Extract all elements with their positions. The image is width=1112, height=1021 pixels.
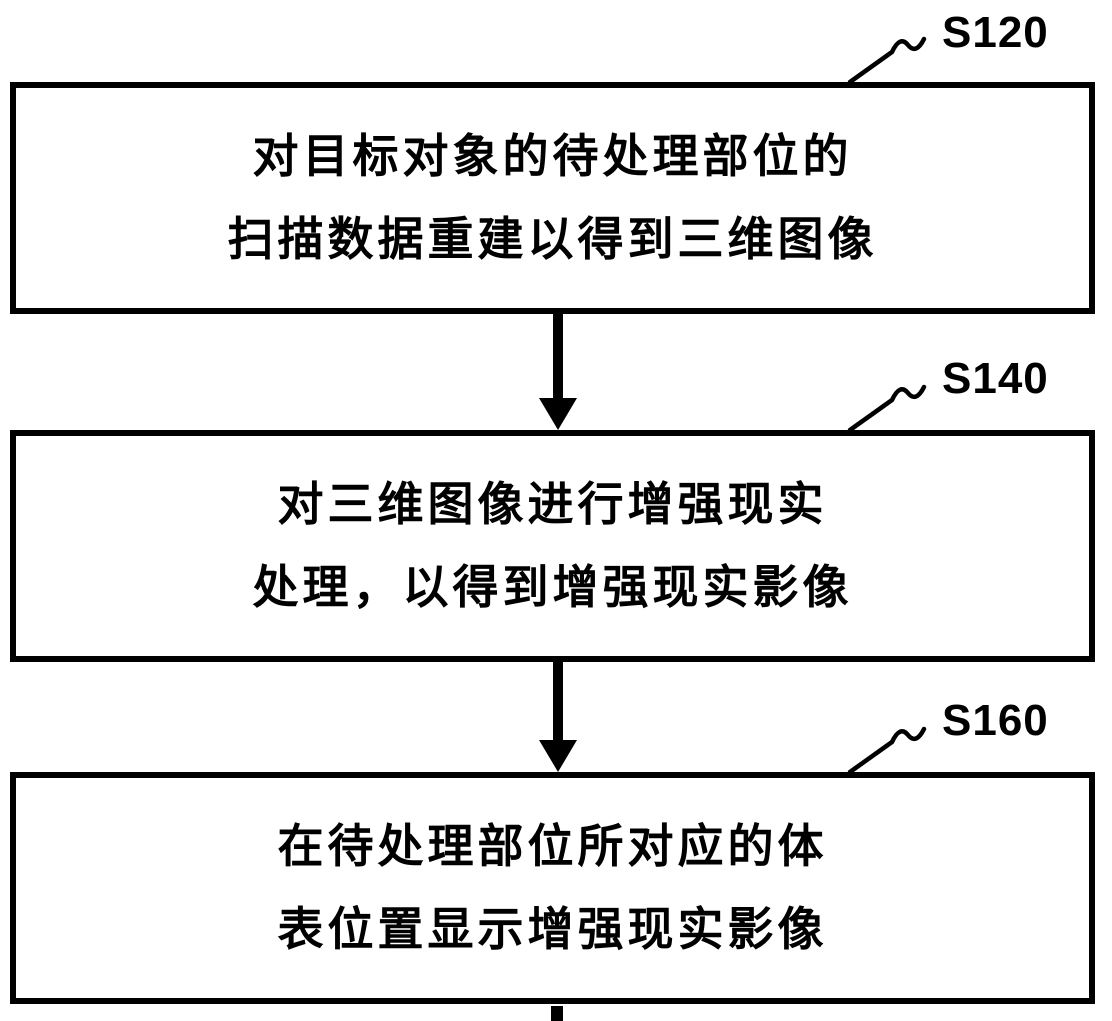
step-label-s120: S120 [942, 8, 1049, 57]
step-3-text-line-2: 表位置显示增强现实影像 [277, 903, 828, 955]
down-arrow-1 [539, 314, 577, 430]
reference-leader-line-2 [847, 384, 927, 433]
reference-leader-line-3 [847, 726, 927, 775]
step-3-text-line-1: 在待处理部位所对应的体 [277, 820, 828, 873]
step-box-2: 对三维图像进行增强现实 处理，以得到增强现实影像 [10, 430, 1095, 662]
arrow-shaft [553, 314, 563, 398]
bottom-arrow-stub [551, 1006, 563, 1021]
step-2-text-line-2: 处理，以得到增强现实影像 [252, 561, 853, 613]
step-1-text-line-2: 扫描数据重建以得到三维图像 [227, 213, 878, 265]
arrow-shaft [553, 660, 563, 740]
arrow-head [539, 398, 577, 430]
step-1-text-line-1: 对目标对象的待处理部位的 [252, 130, 853, 183]
arrow-head [539, 740, 577, 772]
step-label-s160: S160 [942, 696, 1049, 745]
down-arrow-2 [539, 660, 577, 772]
step-label-s140: S140 [942, 354, 1049, 403]
step-box-1: 对目标对象的待处理部位的 扫描数据重建以得到三维图像 [10, 82, 1095, 314]
step-box-3: 在待处理部位所对应的体 表位置显示增强现实影像 [10, 772, 1095, 1004]
step-2-text-line-1: 对三维图像进行增强现实 [277, 478, 828, 531]
reference-leader-line-1 [847, 36, 927, 85]
